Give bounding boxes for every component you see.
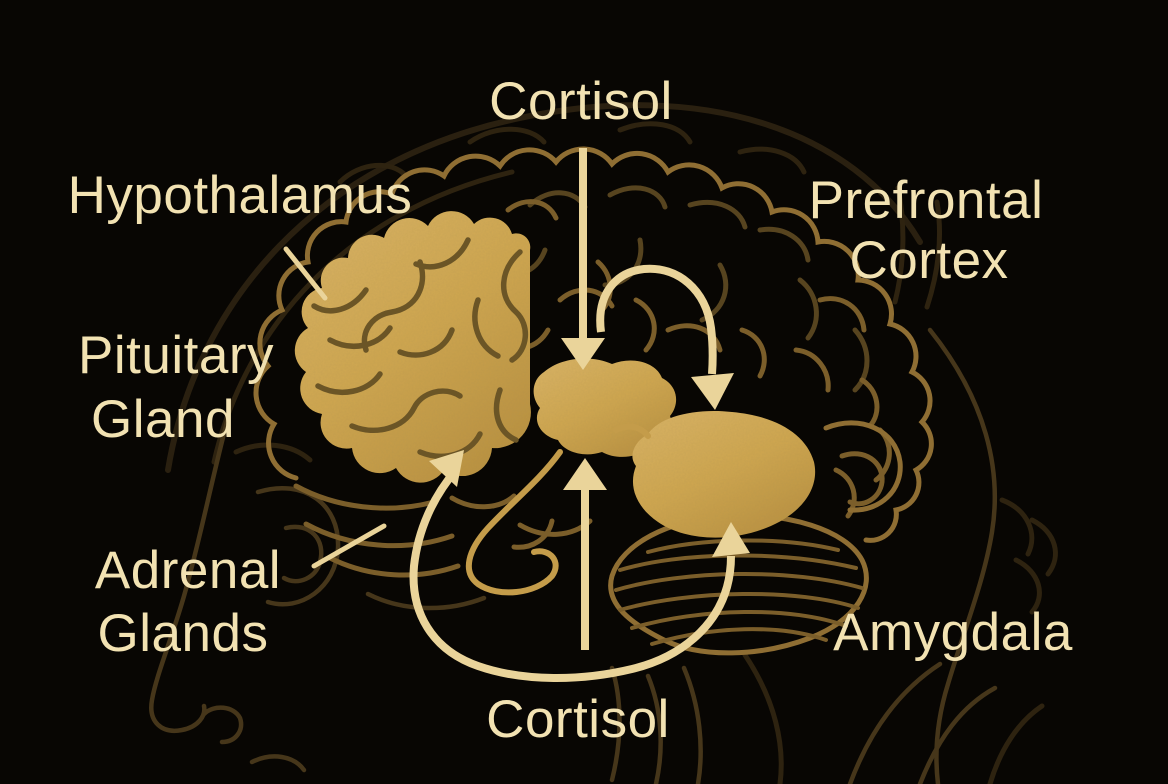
brainstem-line <box>681 665 703 784</box>
neck-line <box>987 703 1045 784</box>
cheek-curl <box>255 485 341 607</box>
prefrontal-cortex-region <box>294 211 531 483</box>
arrowhead-up-icon <box>563 458 607 490</box>
neck-line <box>847 661 943 784</box>
arrowhead-up-right-icon <box>429 450 464 487</box>
brainstem-line <box>645 673 663 784</box>
temporal-line <box>293 483 437 511</box>
arrow-hypothalamus-to-amygdala <box>596 264 734 410</box>
head-profile-lines <box>149 327 1058 784</box>
back-of-head-outline <box>927 327 998 784</box>
label-pituitary-gland-line1: Pituitary <box>78 326 274 385</box>
frontal-lobe-squiggles <box>311 237 528 459</box>
label-hypothalamus: Hypothalamus <box>68 166 413 225</box>
temporal-line <box>327 555 461 578</box>
temporal-line <box>365 591 487 611</box>
neck-line <box>917 685 998 784</box>
arrow-cortisol-to-hypothalamus <box>561 148 605 370</box>
lips-curve <box>249 754 307 773</box>
label-prefrontal-cortex-line1: Prefrontal <box>809 171 1044 230</box>
hypothalamus-pointer-line <box>283 246 328 301</box>
label-adrenal-glands-line2: Glands <box>98 604 269 663</box>
label-cortisol-top: Cortisol <box>489 72 673 131</box>
label-amygdala: Amygdala <box>833 603 1073 662</box>
arrowhead-down-icon <box>691 373 734 410</box>
nostril-curve <box>201 705 244 745</box>
arrow-cortisol-to-hypothalamus-up <box>563 458 607 650</box>
amygdala-region <box>632 410 816 538</box>
adrenal-feedback-loop-arrow <box>409 450 750 682</box>
brain-outline <box>253 146 934 611</box>
nose-outline <box>149 415 231 733</box>
pituitary-stalk <box>466 423 651 596</box>
brainstem-line <box>609 665 622 783</box>
arrowhead-down-icon <box>561 338 605 370</box>
labels: Cortisol Hypothalamus Prefrontal Cortex … <box>68 72 1073 749</box>
arrows <box>283 148 750 682</box>
adrenal-pointer-line <box>311 523 387 569</box>
arrowhead-up-icon <box>712 522 750 557</box>
label-prefrontal-cortex-line2: Cortex <box>849 231 1008 290</box>
basal-curls <box>823 420 903 513</box>
label-adrenal-glands-line1: Adrenal <box>95 541 281 600</box>
cerebrum-outline <box>253 146 934 543</box>
label-cortisol-bottom: Cortisol <box>486 690 670 749</box>
temporal-line <box>303 521 455 549</box>
label-pituitary-gland-line2: Gland <box>91 390 235 449</box>
